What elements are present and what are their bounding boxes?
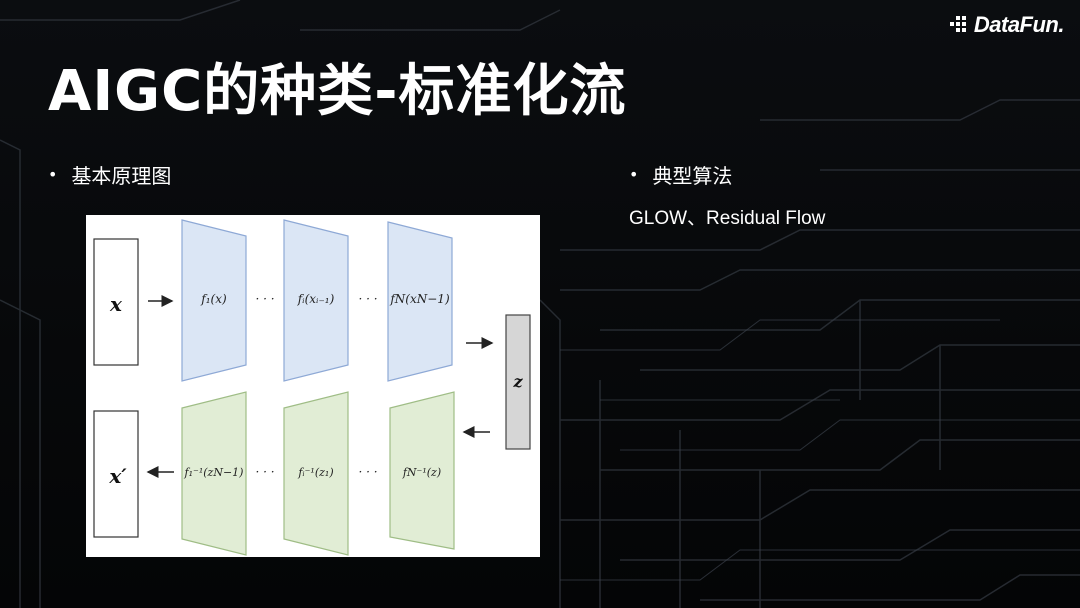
forward-flow-block-i — [283, 219, 349, 382]
forward-label-1: f₁(x) — [200, 292, 227, 306]
input-x-box — [93, 238, 139, 366]
left-bullet: • 基本原理图 — [48, 160, 171, 189]
forward-flow-block-1 — [181, 219, 247, 382]
inverse-ellipsis-1: · · · — [255, 465, 274, 479]
forward-ellipsis-2: · · · — [358, 292, 377, 306]
inverse-flow-block-1 — [181, 391, 247, 556]
inverse-label-i: fᵢ⁻¹(z₁) — [297, 466, 333, 479]
inverse-label-1: f₁⁻¹(zN−1) — [184, 466, 244, 479]
inverse-ellipsis-2: · · · — [358, 465, 377, 479]
inverse-label-n: fN⁻¹(z) — [402, 466, 441, 479]
left-bullet-text: 基本原理图 — [71, 164, 172, 188]
latent-z-label: z — [512, 372, 523, 391]
right-bullet: • 典型算法 — [629, 160, 732, 189]
logo-pixel-icon — [949, 16, 966, 32]
inverse-flow-block-n — [389, 391, 455, 550]
datafun-logo: DataFun. — [948, 12, 1065, 38]
output-x-prime-label: x′ — [108, 464, 127, 488]
forward-ellipsis-1: · · · — [255, 292, 274, 306]
algorithm-list: GLOW、Residual Flow — [629, 208, 826, 229]
bullet-dot-icon: • — [48, 165, 58, 184]
inverse-flow-block-i — [283, 391, 349, 556]
forward-label-i: fᵢ(xᵢ₋₁) — [297, 292, 335, 306]
bullet-dot-icon: • — [629, 165, 639, 184]
forward-label-n: fN(xN−1) — [389, 292, 450, 306]
right-bullet-text: 典型算法 — [652, 164, 733, 188]
latent-z-box — [505, 314, 531, 450]
page-title: AIGC的种类-标准化流 — [48, 59, 627, 124]
output-x-prime-box — [93, 410, 139, 538]
logo-text: DataFun. — [973, 12, 1065, 37]
normalizing-flow-diagram: x x′ z f₁(x) fᵢ(xᵢ₋₁) fN(xN−1) f₁⁻¹(zN−1… — [86, 215, 540, 557]
forward-flow-block-n — [387, 221, 453, 382]
input-x-label: x — [109, 292, 123, 316]
